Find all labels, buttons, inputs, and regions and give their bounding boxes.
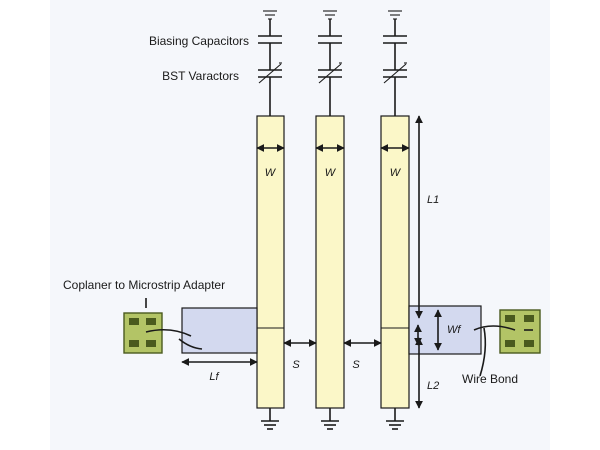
ground-symbol-2 [321,420,339,430]
gap-label-2: S [352,359,360,371]
ground-symbol-1 [261,420,279,430]
adapter-label: Coplaner to Microstrip Adapter [63,278,225,292]
width-label-1: W [265,167,277,179]
input-feed [123,298,258,354]
input-wire-bond [145,328,192,337]
wire-bond-pointer [479,327,487,377]
resonator-3: W [380,10,410,430]
biasing-capacitors-label: Biasing Capacitors [149,34,249,48]
width-label-2: W [325,167,337,179]
output-feed [408,305,541,355]
input-feed-line [181,307,258,354]
diagram-background [50,0,550,450]
resonator-2: W [315,10,345,430]
width-label-3: W [390,167,402,179]
output-wire-bond [473,325,516,331]
lf-label: Lf [209,371,219,383]
bst-varactors-label: BST Varactors [162,69,239,83]
resonator-strip-2 [315,115,345,409]
wf-label: Wf [447,324,461,336]
ground-symbol-3 [386,420,404,430]
resonator-1: W [256,10,285,430]
resonator-strip-3 [380,115,410,409]
resonator-strip-1 [256,115,285,409]
l1-label: L1 [427,194,439,206]
wire-bond-label: Wire Bond [462,372,518,386]
l2-label: L2 [427,380,439,392]
gap-label-1: S [292,359,300,371]
